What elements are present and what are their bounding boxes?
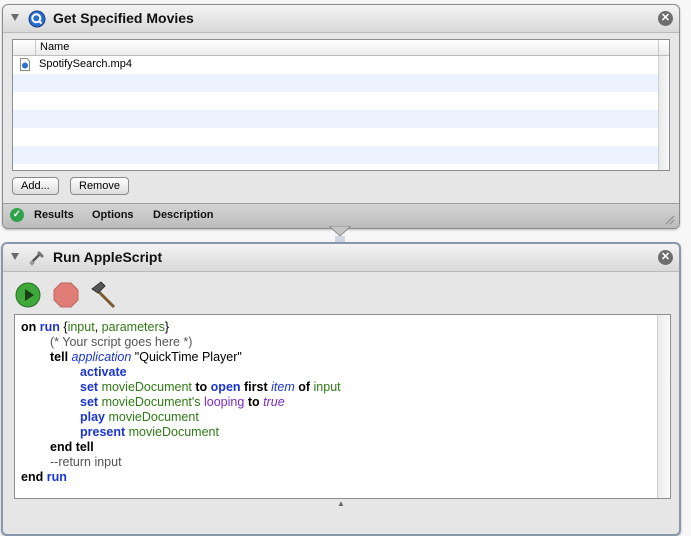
tab-description[interactable]: Description	[153, 209, 214, 221]
file-name: SpotifySearch.mp4	[39, 58, 132, 70]
hammer-icon[interactable]	[89, 280, 119, 310]
code-line: set movieDocument's looping to true	[80, 395, 285, 409]
code-line: present movieDocument	[80, 425, 219, 439]
column-divider	[658, 40, 659, 55]
file-list[interactable]: Name SpotifySearch.mp4	[12, 39, 670, 171]
action-title: Run AppleScript	[53, 249, 163, 265]
close-icon[interactable]: ✕	[658, 11, 673, 26]
action-run-applescript: Run AppleScript ✕ on run {input, paramet…	[1, 242, 681, 536]
action-header[interactable]: Get Specified Movies ✕	[3, 5, 679, 33]
list-header: Name	[13, 40, 669, 56]
script-editor[interactable]: on run {input, parameters} (* Your scrip…	[14, 314, 671, 499]
run-icon[interactable]	[15, 282, 41, 308]
list-scrollbar[interactable]	[658, 56, 669, 170]
resize-caret-icon[interactable]: ▲	[337, 499, 345, 508]
disclosure-triangle-icon[interactable]	[11, 253, 19, 260]
action-connector	[329, 226, 351, 242]
action-header[interactable]: Run AppleScript ✕	[3, 244, 679, 272]
tab-results[interactable]: Results	[34, 209, 74, 221]
remove-button[interactable]: Remove	[70, 177, 129, 195]
action-footer: ✓ Results Options Description	[3, 203, 679, 228]
code-line: on run {input, parameters}	[21, 320, 170, 334]
editor-scrollbar[interactable]	[657, 315, 670, 498]
action-get-specified-movies: Get Specified Movies ✕ Name SpotifySearc…	[2, 4, 680, 229]
action-title: Get Specified Movies	[53, 10, 194, 26]
empty-row	[13, 74, 669, 92]
code-line: --return input	[50, 455, 122, 469]
add-button[interactable]: Add...	[12, 177, 59, 195]
list-item[interactable]: SpotifySearch.mp4	[13, 56, 669, 74]
close-icon[interactable]: ✕	[658, 250, 673, 265]
column-name[interactable]: Name	[35, 40, 69, 55]
code-line: tell application "QuickTime Player"	[50, 350, 242, 364]
movie-file-icon	[20, 58, 30, 71]
checkmark-icon: ✓	[10, 208, 24, 222]
code-line: activate	[80, 365, 127, 379]
quicktime-icon	[28, 10, 46, 28]
empty-row	[13, 128, 669, 146]
stop-icon[interactable]	[53, 282, 79, 308]
disclosure-triangle-icon[interactable]	[11, 14, 19, 21]
code-line: (* Your script goes here *)	[50, 335, 193, 349]
empty-row	[13, 146, 669, 164]
code-line: play movieDocument	[80, 410, 199, 424]
resize-grip-icon[interactable]	[663, 213, 675, 225]
empty-row	[13, 92, 669, 110]
list-rows: SpotifySearch.mp4	[13, 56, 669, 164]
code-line: set movieDocument to open first item of …	[80, 380, 341, 394]
code-line: end tell	[50, 440, 94, 454]
empty-row	[13, 110, 669, 128]
tab-options[interactable]: Options	[92, 209, 134, 221]
script-icon	[29, 251, 44, 266]
code-line: end run	[21, 470, 67, 484]
